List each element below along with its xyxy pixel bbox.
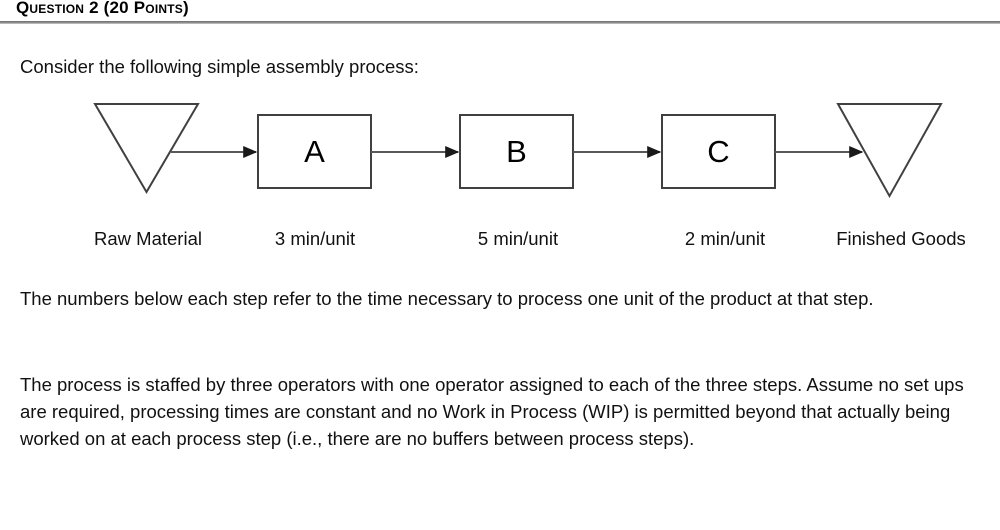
node-finished-goods-triangle	[836, 103, 943, 199]
node-raw-material-triangle	[93, 103, 200, 194]
caption-step-a: 3 min/unit	[274, 228, 356, 249]
process-flow-diagram: A B C	[0, 92, 1000, 257]
node-step-b-label: B	[506, 134, 527, 169]
node-step-a-box	[257, 114, 372, 189]
page-title: Question 2 (20 Points)	[16, 0, 189, 17]
node-step-c-label: C	[707, 134, 729, 169]
intro-paragraph: Consider the following simple assembly p…	[20, 56, 419, 77]
node-step-a-label: A	[304, 134, 325, 169]
caption-step-c: 2 min/unit	[684, 228, 766, 249]
heading-divider	[0, 21, 1000, 24]
explanation-paragraph: The numbers below each step refer to the…	[20, 288, 874, 309]
caption-raw-material: Raw Material	[94, 228, 202, 249]
caption-finished-goods: Finished Goods	[836, 228, 966, 249]
node-step-c-box	[661, 114, 776, 189]
staffing-paragraph: The process is staffed by three operator…	[20, 374, 964, 449]
caption-step-b: 5 min/unit	[477, 228, 559, 249]
